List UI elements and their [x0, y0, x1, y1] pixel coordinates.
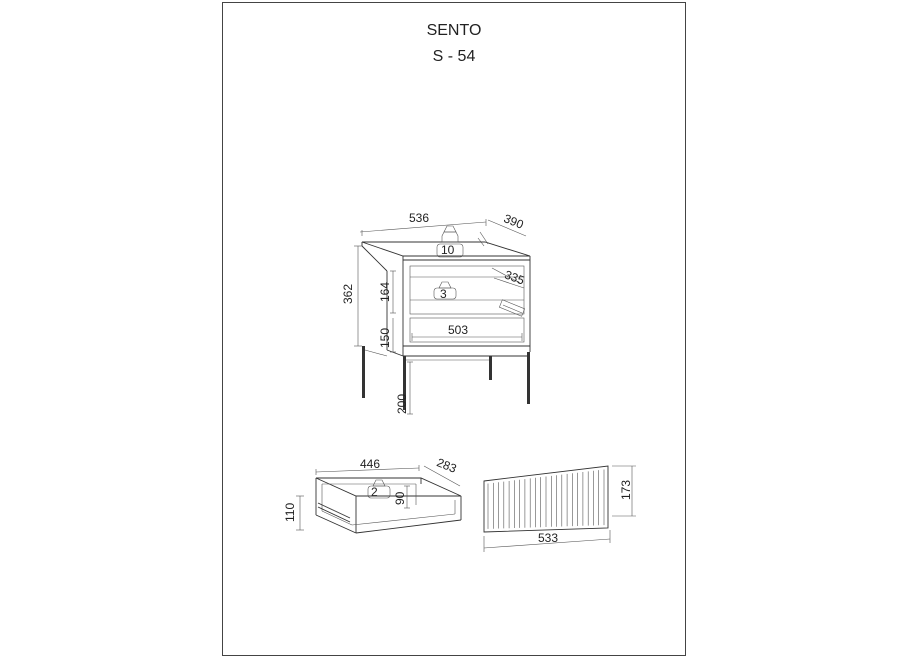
drawer-opening [409, 317, 525, 343]
leg-back-right [489, 356, 492, 380]
weight-icon-top [436, 225, 464, 258]
drawer-box: 2 446 283 110 90 [283, 455, 462, 534]
drawer-runner-side [317, 502, 351, 523]
weight-icon-shelf [433, 281, 457, 300]
dim-height: 362 [341, 284, 355, 304]
dim-drawer-width: 446 [360, 457, 380, 471]
dim-drawer-height: 110 [283, 503, 297, 522]
dim-shelf-height: 164 [378, 282, 392, 302]
dim-depth: 390 [502, 211, 526, 232]
dim-drawer-inner-height: 90 [393, 491, 407, 505]
dim-front-height: 173 [619, 480, 633, 500]
drawer-top-outline [315, 477, 462, 497]
product-name: SENTO [426, 22, 482, 39]
load-top: 10 [441, 243, 455, 257]
front-panel-flutes [487, 469, 605, 529]
front-panel-outline [483, 465, 609, 533]
dimension-lines-main [354, 219, 527, 415]
dim-width: 536 [409, 211, 429, 225]
dim-drawer-space: 150 [378, 328, 392, 348]
dim-front-width: 533 [538, 531, 558, 545]
load-shelf: 3 [440, 287, 447, 301]
dim-inner-width: 503 [448, 323, 468, 337]
load-drawer: 2 [371, 485, 378, 499]
leg-front-right [527, 352, 530, 404]
dim-drawer-depth: 283 [435, 455, 459, 476]
weight-icon-drawer [367, 479, 391, 499]
dimension-lines-drawer [296, 465, 461, 531]
leg-front-left [403, 356, 406, 410]
drawer-front-panel: 533 173 [483, 465, 636, 552]
drawing-sheet: SENTO S - 54 [222, 2, 686, 656]
drawer-runner [498, 299, 526, 317]
dim-leg-height: 200 [395, 394, 409, 414]
leg-back-left [362, 346, 365, 398]
dim-shelf-depth: 335 [503, 268, 527, 288]
shelf-niche [409, 265, 525, 315]
bedside-cabinet: 10 3 [341, 211, 531, 415]
product-code: S - 54 [432, 48, 476, 65]
